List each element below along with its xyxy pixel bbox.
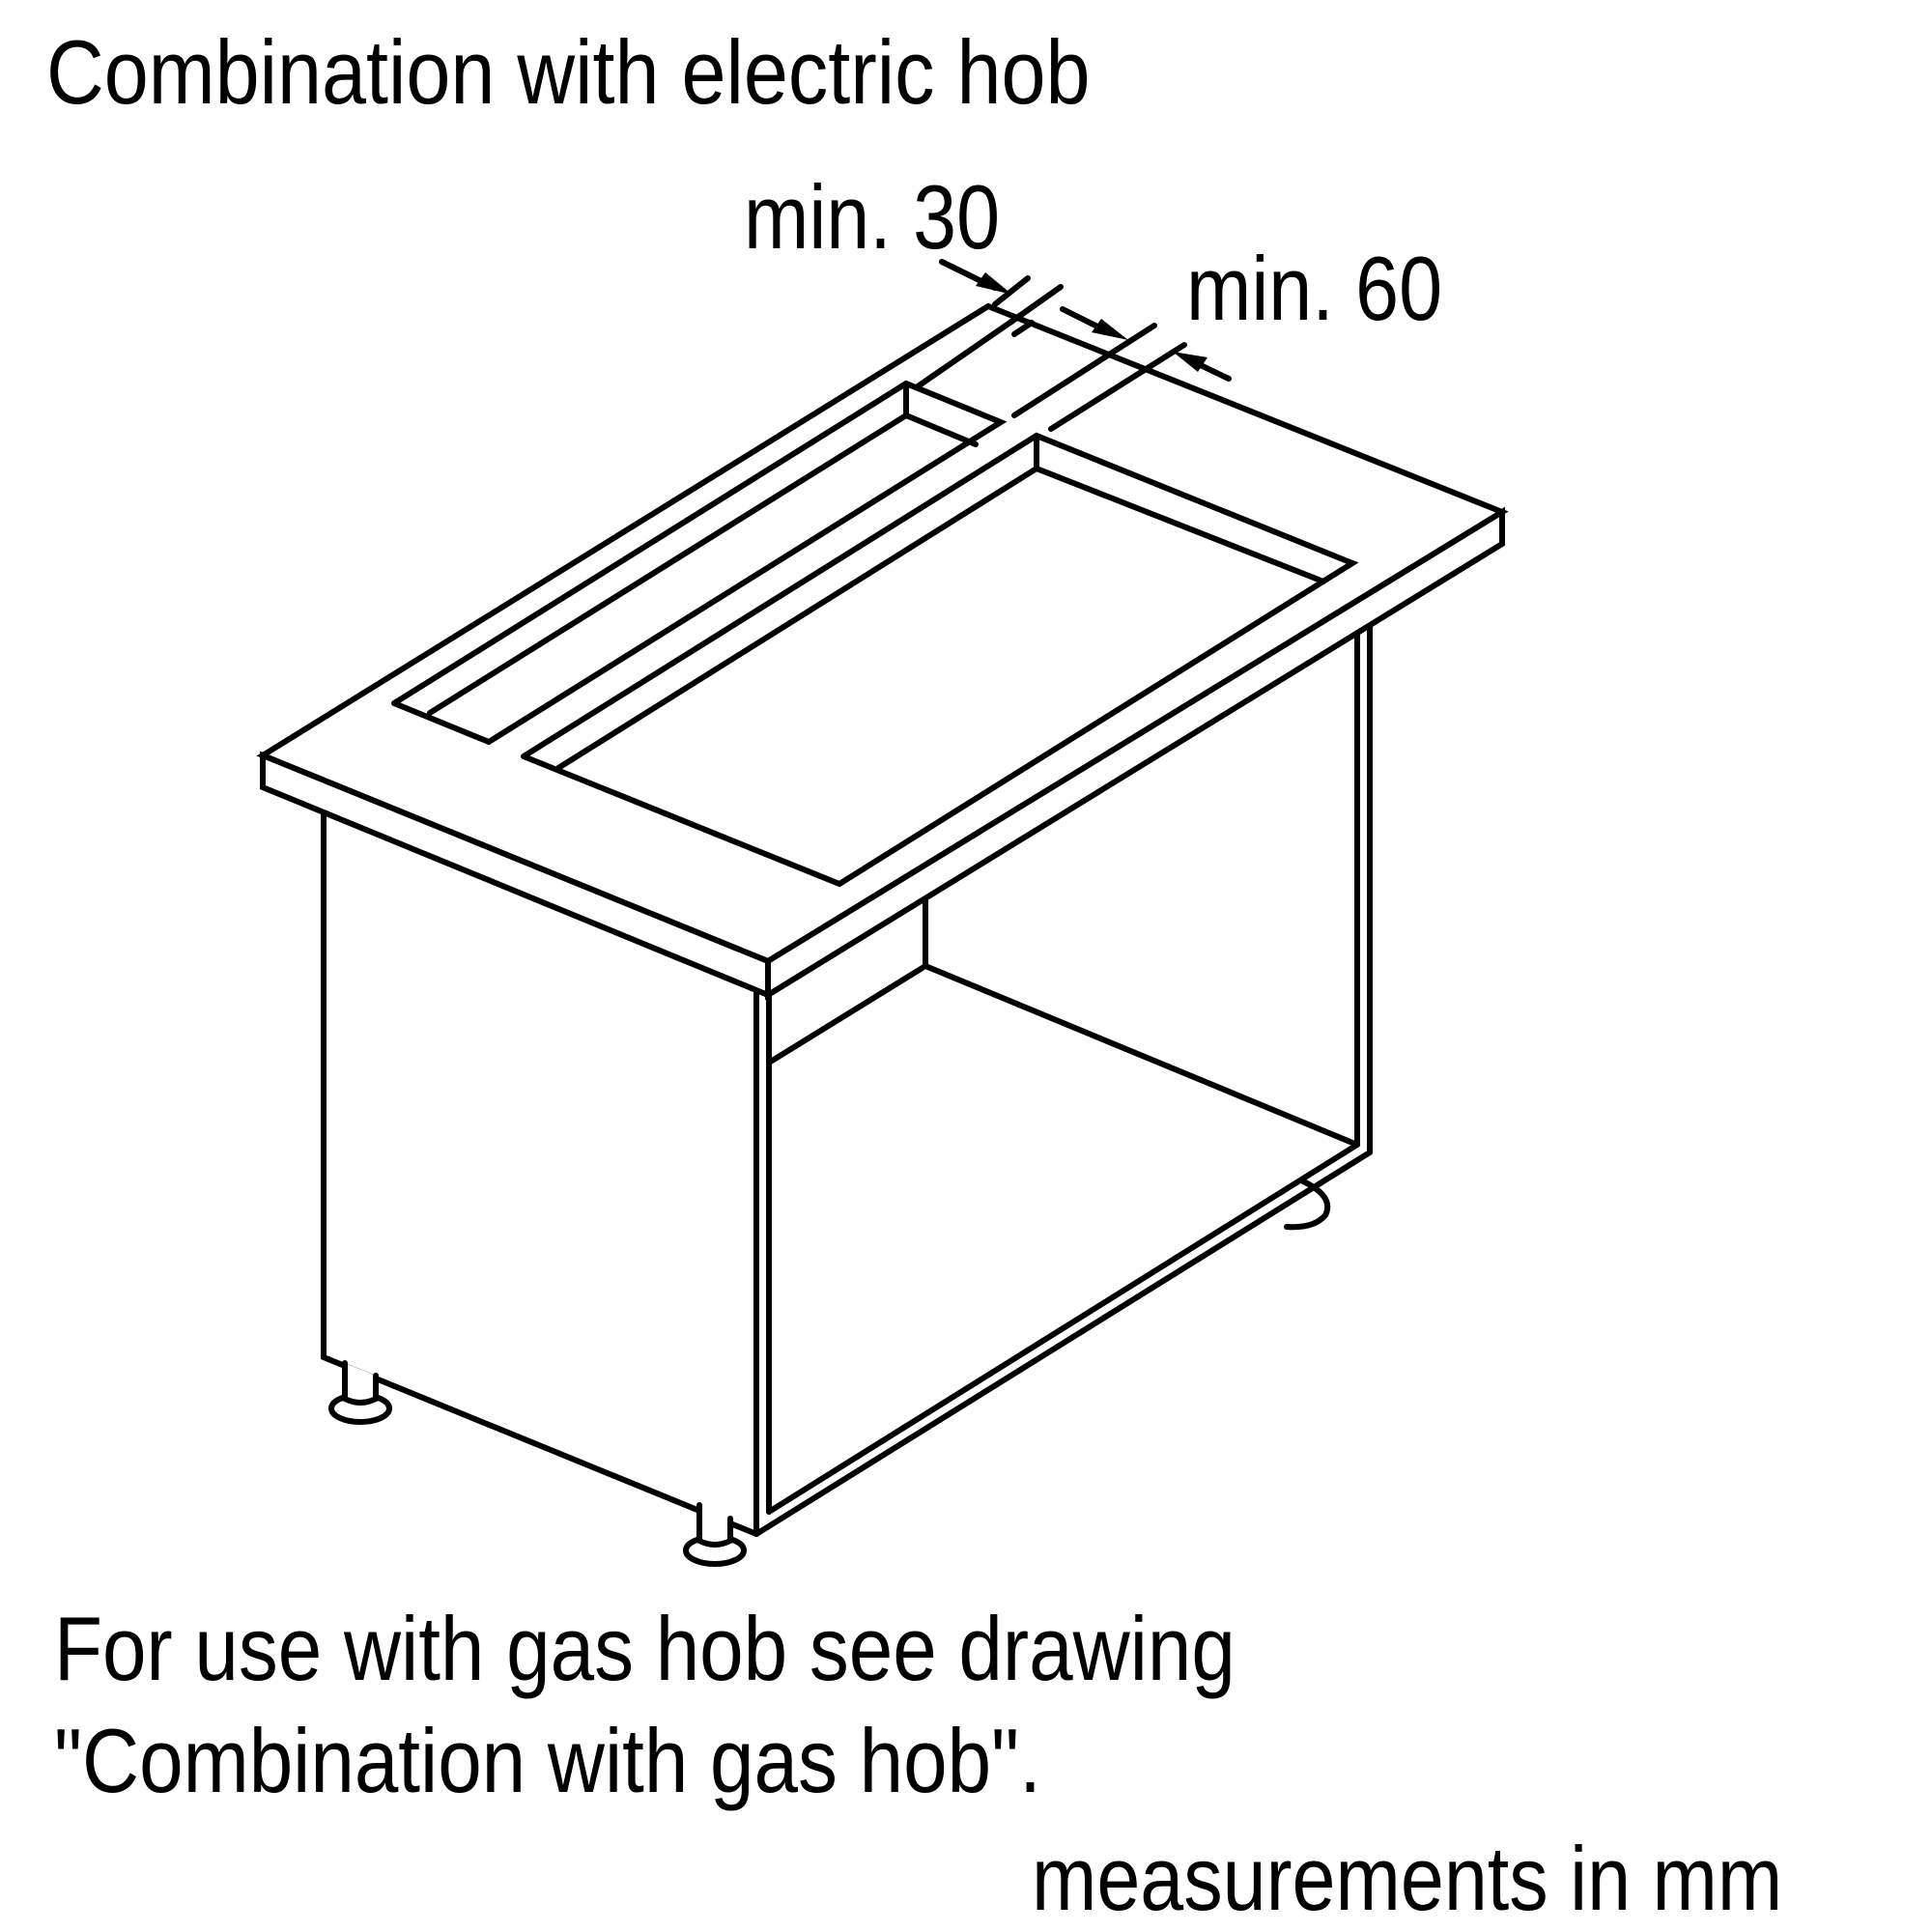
foot-right (1284, 1178, 1331, 1231)
dimension-min-30 (915, 259, 1064, 389)
foot-front (683, 1502, 747, 1567)
gas-hob-note-line-2: "Combination with gas hob". (54, 1710, 1041, 1811)
cabinet-inner-floor-edge (923, 963, 1360, 1148)
hob-cutout (521, 432, 1359, 888)
extension-line-d (1048, 342, 1187, 432)
drawing-title: Combination with electric hob (46, 21, 1091, 123)
hob-cutout-outline (521, 432, 1359, 888)
units-label: measurements in mm (1032, 1828, 1783, 1929)
dimension-label-min-30: min. 30 (744, 166, 1001, 268)
hob-cutout-inner-edge (555, 466, 1039, 771)
dimension-label-min-60: min. 60 (1186, 238, 1443, 339)
foot-left (328, 1360, 392, 1425)
arrow-head-60-out (1173, 352, 1208, 372)
dimension-min-60 (1011, 306, 1232, 432)
worktop-front-right-edge (765, 506, 1505, 1001)
extractor-cutout-outline (391, 380, 1008, 746)
extension-line-c (1011, 323, 1157, 418)
extractor-cutout (391, 380, 1008, 746)
cabinet-feet (328, 1178, 1331, 1567)
extension-line-b-cont (915, 319, 1014, 389)
worktop (256, 302, 1509, 1001)
extension-tick (1011, 320, 1035, 337)
arrow-head-30 (976, 272, 1012, 295)
extractor-cutout-inner-edge (427, 412, 909, 716)
gas-hob-note-line-1: For use with gas hob see drawing (54, 1598, 1236, 1699)
cabinet-bottom-rail-outer (753, 1150, 1373, 1537)
extension-line-b (1009, 284, 1064, 325)
cabinet-left-panel (321, 811, 759, 1537)
cabinet-bottom-rail-inner (766, 1142, 1360, 1515)
cabinet-body (321, 617, 1373, 1537)
arrow-head-60-in (1092, 319, 1128, 340)
extension-line-a (992, 275, 1031, 307)
